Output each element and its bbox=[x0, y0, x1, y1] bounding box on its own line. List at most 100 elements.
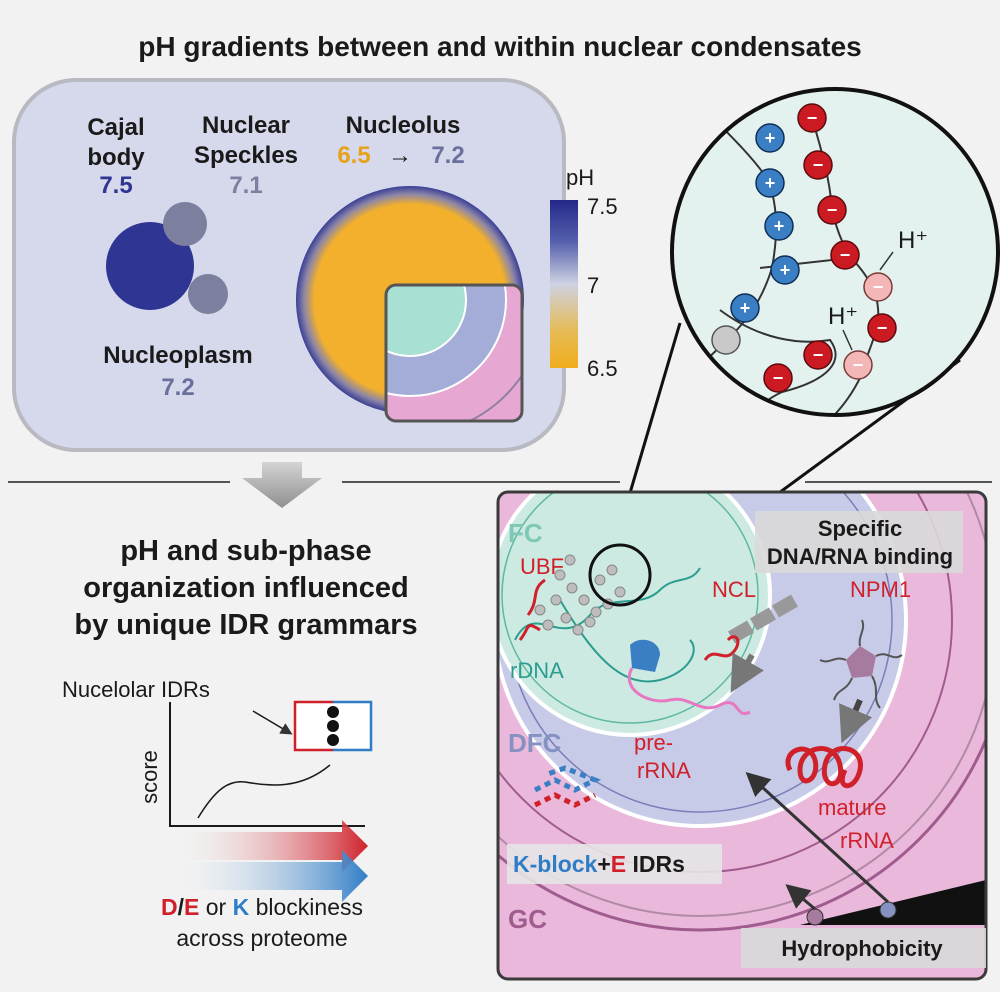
hydrophobicity-arrow-short bbox=[785, 884, 816, 911]
blockiness-legend-line2: across proteome bbox=[176, 925, 347, 951]
charge-zoom-origin bbox=[588, 543, 652, 607]
figure-title: pH gradients between and within nuclear … bbox=[138, 31, 861, 62]
dfc-label: DFC bbox=[508, 728, 562, 758]
svg-text:−: − bbox=[813, 155, 824, 175]
charge-signs: + + + + + − − − − − − − − − bbox=[740, 108, 888, 388]
nucleolus-ph-arrow: → bbox=[388, 142, 412, 169]
subphase-panel: Specific DNA/RNA binding FC UBF rDNA NCL… bbox=[496, 490, 988, 981]
svg-text:+: + bbox=[740, 298, 751, 318]
svg-text:−: − bbox=[827, 200, 838, 220]
heading-line1: pH and sub-phase bbox=[120, 535, 371, 567]
ph-colorbar bbox=[550, 200, 578, 368]
hydrophobicity-arrow-long bbox=[745, 771, 890, 904]
proton-bond-2 bbox=[842, 329, 853, 351]
pol1-enzyme bbox=[630, 639, 660, 672]
speckle-droplet-top bbox=[163, 202, 207, 246]
cajal-label-line1: Cajal bbox=[87, 114, 144, 141]
ubf-tails bbox=[518, 578, 546, 641]
rdna-label: rDNA bbox=[510, 658, 564, 683]
pre-rrna-label-line1: pre- bbox=[634, 730, 673, 755]
blockiness-legend: D/E or K blockiness bbox=[161, 894, 363, 920]
specific-binding-bg bbox=[755, 511, 963, 573]
svg-text:+: + bbox=[765, 173, 776, 193]
svg-text:−: − bbox=[877, 318, 888, 338]
score-curve bbox=[197, 764, 331, 819]
neutral-residue bbox=[711, 325, 741, 355]
mature-rrna-label-line1: mature bbox=[818, 795, 886, 820]
cajal-ph: 7.5 bbox=[99, 172, 132, 199]
mature-rrna-loops bbox=[785, 746, 863, 789]
plot-label-arrow bbox=[252, 710, 293, 735]
nucleoplasm-label: Nucleoplasm bbox=[103, 342, 252, 369]
speckle-droplet-bottom bbox=[188, 274, 228, 314]
svg-text:−: − bbox=[853, 355, 864, 375]
plot-label: Nucelolar IDRs bbox=[62, 677, 210, 702]
nucleolus-zoom-box-content bbox=[386, 285, 522, 421]
svg-text:+: + bbox=[780, 260, 791, 280]
colorbar-tick-mid: 7 bbox=[587, 273, 599, 298]
cajal-body-droplet bbox=[106, 222, 194, 310]
speckles-label-line1: Nuclear bbox=[202, 112, 290, 139]
nucleolus-ph-from: 6.5 bbox=[337, 142, 370, 169]
red-gradient-arrow bbox=[170, 820, 368, 872]
nucleus-panel: Cajal body 7.5 Nuclear Speckles 7.1 Nucl… bbox=[12, 78, 618, 452]
pre-rrna-label-line2: rRNA bbox=[637, 758, 691, 783]
npm1-label: NPM1 bbox=[850, 577, 911, 602]
pre-rrna-strand bbox=[627, 667, 751, 716]
speckles-label-line2: Speckles bbox=[194, 142, 298, 169]
colorbar-tick-low: 6.5 bbox=[587, 356, 618, 381]
npm1-pentamer bbox=[846, 646, 876, 678]
ubf-beads bbox=[534, 554, 626, 636]
fc-region bbox=[498, 492, 772, 737]
charge-zoom: + + + + + − − − − − − − − − H⁺ H⁺ bbox=[603, 87, 1000, 597]
npm1-tails bbox=[819, 619, 903, 709]
proton-bond-1 bbox=[879, 251, 894, 271]
outlier-box-red-edge bbox=[293, 700, 333, 752]
dfc-idr bbox=[533, 765, 602, 793]
svg-text:−: − bbox=[773, 368, 784, 388]
heading-line2: organization influenced bbox=[83, 572, 408, 604]
heading-line3: by unique IDR grammars bbox=[74, 609, 417, 641]
svg-text:−: − bbox=[813, 345, 824, 365]
npm1-arrow bbox=[839, 698, 873, 744]
mature-rrna-label-line2: rRNA bbox=[840, 828, 894, 853]
hydrophobicity-label: Hydrophobicity bbox=[781, 936, 943, 961]
ncl-label: NCL bbox=[712, 577, 756, 602]
idr-grammar-panel: pH and sub-phase organization influenced… bbox=[62, 535, 418, 951]
positive-charges bbox=[730, 123, 800, 323]
nucleoplasm-ph: 7.2 bbox=[161, 374, 194, 401]
svg-text:+: + bbox=[774, 216, 785, 236]
kblock-label: K-block+E IDRs bbox=[513, 851, 685, 877]
outlier-box-blue-edge bbox=[333, 700, 373, 752]
svg-text:−: − bbox=[807, 108, 818, 128]
svg-text:−: − bbox=[840, 245, 851, 265]
y-axis-label: score bbox=[137, 750, 162, 804]
colorbar-tick-high: 7.5 bbox=[587, 194, 618, 219]
hydrophobicity-point-low bbox=[806, 908, 824, 926]
ncl-arrow bbox=[730, 652, 764, 693]
cajal-label-line2: body bbox=[87, 144, 145, 171]
subphase-panel-frame bbox=[496, 490, 988, 981]
zoom-circle-border bbox=[670, 87, 1000, 417]
outlier-points bbox=[327, 706, 339, 746]
svg-text:−: − bbox=[873, 277, 884, 297]
negative-charges bbox=[763, 103, 897, 393]
nucleolus-zoom-box bbox=[384, 283, 524, 423]
proton-label-1: H⁺ bbox=[898, 227, 928, 254]
hydrophobicity-wedge bbox=[800, 880, 986, 925]
speckles-ph: 7.1 bbox=[229, 172, 262, 199]
proton-label-2: H⁺ bbox=[828, 303, 858, 330]
specific-binding-line1: Specific bbox=[818, 516, 902, 541]
nucleolus-label: Nucleolus bbox=[346, 112, 461, 139]
ubf-label: UBF bbox=[520, 554, 564, 579]
nucleolus-ph-to: 7.2 bbox=[431, 142, 464, 169]
specific-binding-line2: DNA/RNA binding bbox=[767, 544, 953, 569]
svg-text:+: + bbox=[765, 128, 776, 148]
gc-label: GC bbox=[508, 904, 547, 934]
hydrophobicity-point-high bbox=[879, 901, 897, 919]
blue-gradient-arrow bbox=[170, 850, 368, 902]
plot-axes bbox=[169, 702, 365, 827]
down-arrow bbox=[242, 462, 322, 508]
colorbar-label: pH bbox=[566, 165, 594, 190]
